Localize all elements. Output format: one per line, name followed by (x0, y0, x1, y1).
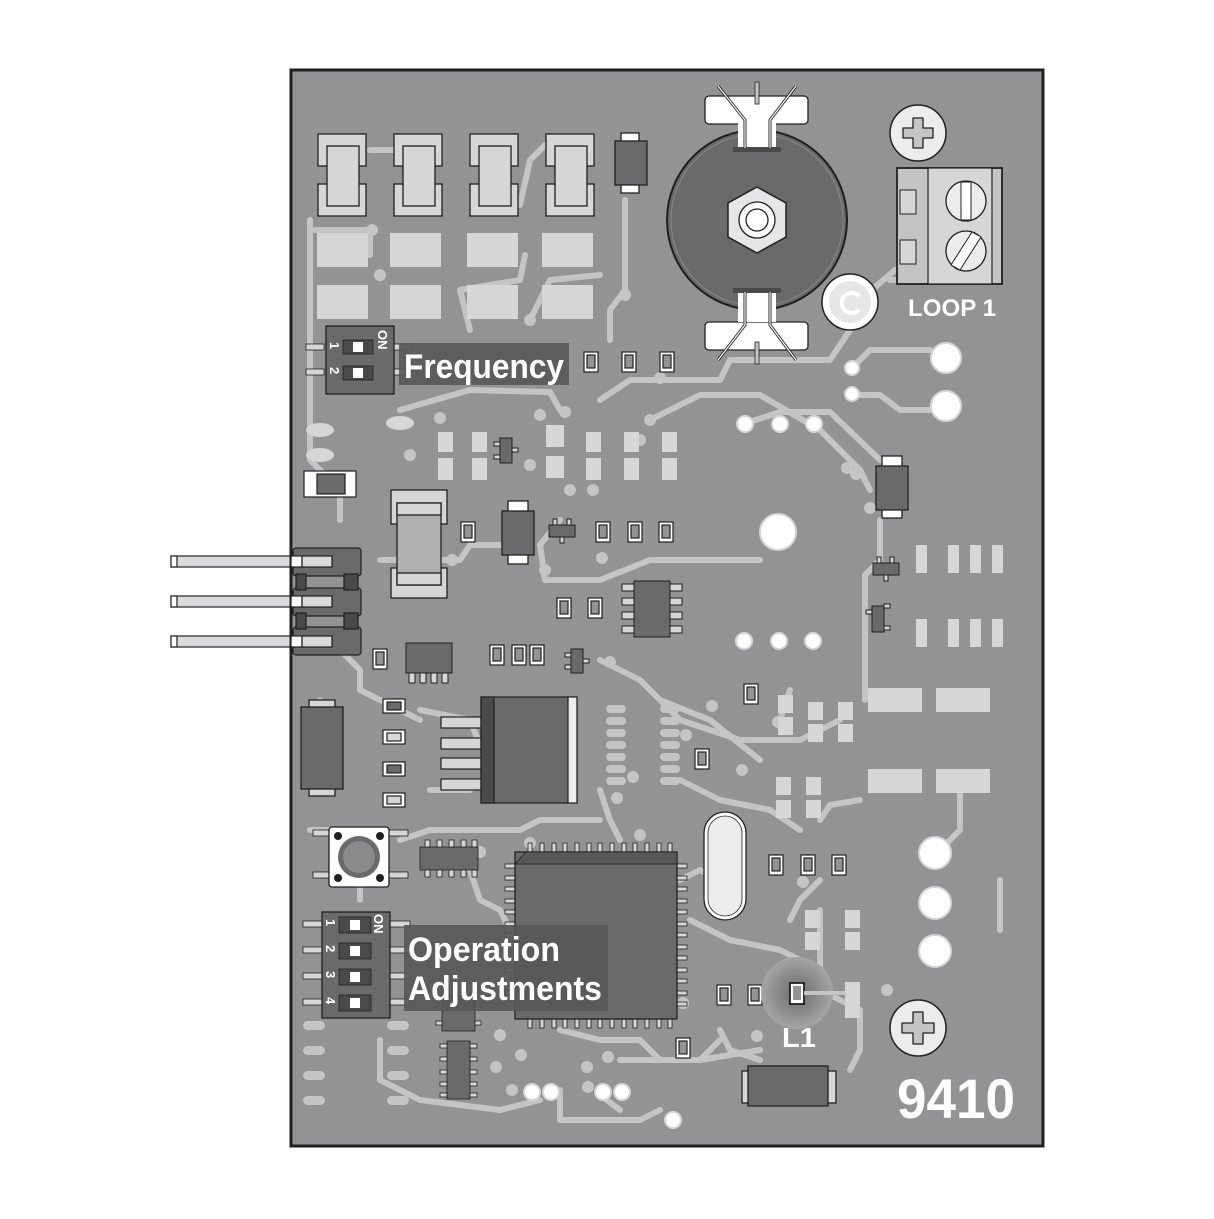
transistors (493, 437, 900, 674)
smd-resistors (583, 351, 675, 373)
cap-3 (469, 133, 519, 217)
svg-text:3: 3 (323, 971, 338, 978)
smd-capacitors-top (317, 133, 595, 217)
regulator-small (405, 642, 453, 684)
operation-label-bg (404, 925, 608, 1011)
led-label: L1 (782, 1022, 816, 1053)
svg-text:1: 1 (323, 919, 338, 926)
pad-grid-top (317, 233, 593, 319)
frequency-dip-switch[interactable] (305, 325, 412, 395)
svg-text:2: 2 (327, 367, 342, 374)
svg-text:4: 4 (323, 997, 338, 1005)
mounting-screw-bottom-icon (889, 999, 947, 1057)
header-connector[interactable] (290, 547, 362, 656)
terminal-screw-2-icon (945, 230, 987, 272)
soic-chip-bottom-2 (439, 1040, 478, 1100)
cap-1 (317, 133, 367, 217)
cap-2 (393, 133, 443, 217)
operation-label-line2: Adjustments (408, 970, 602, 1008)
frequency-label-bg (399, 343, 569, 385)
diode-mid (501, 500, 535, 565)
svg-text:2: 2 (323, 945, 338, 952)
frequency-label: Frequency (404, 348, 564, 386)
through-holes (523, 342, 962, 1129)
push-button[interactable] (312, 826, 409, 888)
diode-right (875, 455, 909, 519)
operation-dip-labels: ON 1 2 3 4 (323, 914, 386, 1005)
header-pins (170, 555, 312, 648)
cap-4 (545, 133, 595, 217)
loop1-terminal-block[interactable] (896, 167, 1003, 285)
svg-text:ON: ON (371, 914, 386, 934)
mounting-screw-top-icon (889, 104, 947, 162)
led-l1 (761, 957, 846, 1029)
diode-bottom (741, 1065, 837, 1107)
svg-text:1: 1 (327, 342, 342, 349)
voltage-regulator (440, 696, 578, 804)
svg-text:ON: ON (375, 330, 390, 350)
round-capacitor (821, 273, 879, 331)
operation-dip-switch[interactable] (302, 911, 411, 1019)
diode-top (614, 132, 648, 194)
soic8-chip (621, 580, 683, 638)
loop1-label: LOOP 1 (908, 295, 996, 322)
inductor (390, 489, 448, 599)
potentiometer[interactable] (666, 81, 848, 365)
crystal-oscillator (703, 811, 747, 921)
diode-large-left (300, 699, 344, 797)
operation-label-line1: Operation (408, 931, 560, 969)
frequency-dip-labels: ON 1 2 (327, 330, 390, 374)
model-number: 9410 (897, 1067, 1015, 1130)
soic-chip-small (419, 839, 479, 878)
terminal-screw-1-icon (945, 180, 987, 222)
